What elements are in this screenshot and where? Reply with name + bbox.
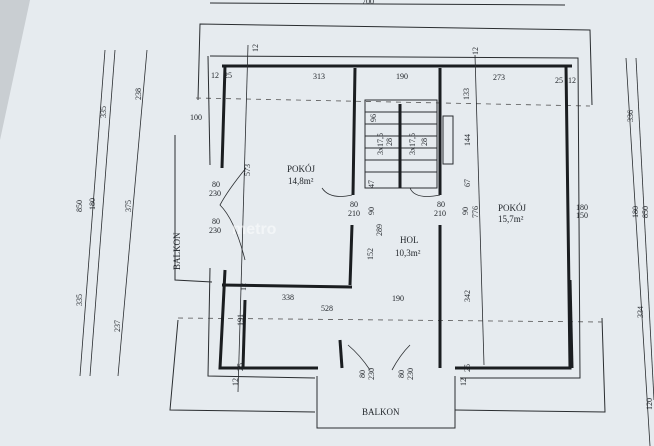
svg-text:152: 152 (366, 248, 375, 260)
svg-text:80: 80 (212, 180, 220, 189)
svg-text:573: 573 (243, 164, 252, 176)
svg-text:25: 25 (463, 364, 472, 372)
svg-text:342: 342 (463, 290, 472, 302)
svg-text:25: 25 (236, 363, 245, 371)
svg-text:237: 237 (113, 320, 122, 332)
svg-text:15,7m²: 15,7m² (498, 214, 524, 224)
svg-text:12: 12 (211, 71, 219, 80)
svg-text:230: 230 (406, 368, 415, 380)
balcony-label-left: BALKON (172, 232, 182, 270)
staircase (364, 99, 454, 189)
svg-text:336: 336 (626, 110, 635, 122)
svg-text:12: 12 (459, 378, 468, 386)
svg-text:230: 230 (209, 189, 221, 198)
svg-text:144: 144 (463, 134, 472, 146)
doors (219, 167, 441, 371)
outer-walls (207, 55, 581, 379)
svg-text:335: 335 (99, 106, 108, 118)
paper-shadow (0, 0, 30, 140)
svg-text:HOL: HOL (400, 235, 419, 245)
svg-text:25: 25 (224, 71, 232, 80)
svg-text:375: 375 (124, 200, 133, 212)
svg-text:POKÓJ: POKÓJ (498, 203, 527, 213)
svg-text:14,8m²: 14,8m² (288, 176, 314, 186)
svg-text:180: 180 (631, 206, 640, 218)
svg-text:850: 850 (641, 206, 650, 218)
svg-text:80: 80 (350, 200, 358, 209)
svg-text:289: 289 (375, 224, 384, 236)
svg-text:28: 28 (385, 138, 394, 146)
svg-text:100: 100 (190, 113, 202, 122)
svg-text:850: 850 (75, 200, 84, 212)
room-label-hol: HOL 10,3m² (395, 235, 421, 258)
svg-text:273: 273 (493, 73, 505, 82)
svg-text:12: 12 (568, 76, 576, 85)
bottom-balcony (316, 376, 456, 429)
svg-text:80: 80 (437, 200, 445, 209)
svg-text:3x17,5: 3x17,5 (376, 133, 385, 155)
svg-text:150: 150 (576, 211, 588, 220)
dimension-labels: 700 313 190 273 12 25 12 12 25 12 100 33… (75, 0, 654, 410)
svg-text:metro: metro (232, 221, 277, 238)
svg-text:80: 80 (397, 370, 406, 378)
svg-text:335: 335 (75, 294, 84, 306)
svg-text:191: 191 (236, 314, 245, 326)
svg-text:80: 80 (358, 370, 367, 378)
svg-text:334: 334 (636, 306, 645, 318)
svg-text:120: 120 (645, 398, 654, 410)
interior-walls (221, 67, 442, 369)
svg-text:190: 190 (392, 294, 404, 303)
svg-text:96: 96 (369, 114, 378, 122)
watermark: metro (232, 221, 277, 238)
svg-text:3x17,5: 3x17,5 (408, 133, 417, 155)
svg-text:190: 190 (396, 72, 408, 81)
balcony-label-bottom: BALKON (362, 407, 400, 417)
svg-text:47: 47 (367, 180, 376, 188)
svg-text:180: 180 (576, 203, 588, 212)
svg-text:12: 12 (251, 44, 260, 52)
room-label-pokoj-1: POKÓJ 14,8m² (287, 164, 316, 186)
svg-text:210: 210 (434, 209, 446, 218)
svg-text:238: 238 (134, 88, 143, 100)
room-label-pokoj-2: POKÓJ 15,7m² (498, 203, 527, 224)
svg-text:25: 25 (555, 76, 563, 85)
svg-text:338: 338 (282, 293, 294, 302)
svg-text:133: 133 (462, 88, 471, 100)
svg-text:230: 230 (209, 226, 221, 235)
svg-text:528: 528 (321, 304, 333, 313)
svg-text:10,3m²: 10,3m² (395, 248, 421, 258)
svg-text:67: 67 (463, 179, 472, 187)
svg-text:12: 12 (239, 283, 248, 291)
svg-text:210: 210 (348, 209, 360, 218)
svg-text:230: 230 (367, 368, 376, 380)
dimension-lines (79, 44, 654, 446)
svg-text:313: 313 (313, 72, 325, 81)
svg-text:28: 28 (420, 138, 429, 146)
svg-text:90: 90 (367, 207, 376, 215)
roof-outline (169, 2, 606, 413)
svg-text:776: 776 (471, 206, 480, 218)
svg-text:180: 180 (88, 198, 97, 210)
svg-text:700: 700 (362, 0, 374, 6)
svg-text:80: 80 (212, 217, 220, 226)
svg-text:12: 12 (231, 378, 240, 386)
svg-text:POKÓJ: POKÓJ (287, 164, 316, 174)
svg-text:12: 12 (471, 47, 480, 55)
svg-text:90: 90 (461, 207, 470, 215)
